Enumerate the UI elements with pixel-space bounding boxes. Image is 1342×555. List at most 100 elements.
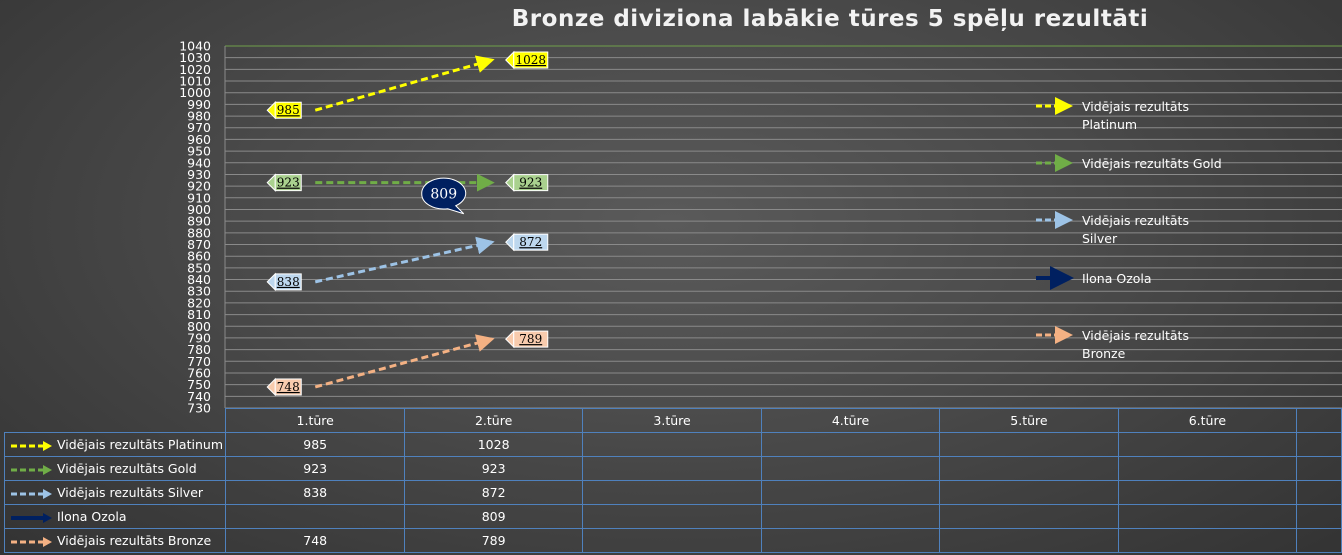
y-tick-label: 820 xyxy=(187,295,211,310)
data-label: 985 xyxy=(277,103,300,117)
table-row-header: Ilona Ozola xyxy=(3,504,227,529)
legend-label-line: Vidējais rezultāts xyxy=(1082,99,1189,114)
label-pointer xyxy=(505,329,515,349)
label-pointer xyxy=(266,377,276,397)
y-tick-label: 760 xyxy=(187,365,211,380)
label-box xyxy=(274,378,302,396)
table-cell xyxy=(225,504,405,529)
y-tick-label: 830 xyxy=(187,284,211,299)
table-cell xyxy=(1117,456,1298,481)
y-tick-label: 860 xyxy=(187,249,211,264)
data-label: 809 xyxy=(430,187,457,203)
table-legend-key xyxy=(11,536,52,547)
table-cell xyxy=(1296,480,1342,505)
legend-label-line: Vidējais rezultāts xyxy=(1082,328,1189,343)
label-pointer xyxy=(266,272,276,292)
series-line xyxy=(314,55,495,112)
table-cell: 809 xyxy=(403,504,584,529)
table-legend-key xyxy=(11,488,52,499)
table-cell xyxy=(1117,504,1298,529)
table-row: Ilona Ozola 809 xyxy=(3,504,1342,529)
table-legend-key xyxy=(11,440,52,451)
legend-label-line: Platinum xyxy=(1082,117,1137,132)
table-cell: 748 xyxy=(225,528,405,553)
table-cell xyxy=(582,456,762,481)
table-cell xyxy=(1117,480,1298,505)
table-cell xyxy=(939,456,1119,481)
table-legend-arrowhead xyxy=(43,464,52,475)
y-tick-label: 1010 xyxy=(179,74,211,89)
y-tick-label: 950 xyxy=(187,144,211,159)
table-row-header: Vidējais rezultāts Gold xyxy=(3,456,227,481)
table-cell xyxy=(939,528,1119,553)
label-box xyxy=(513,330,549,348)
y-tick-label: 790 xyxy=(187,330,211,345)
y-tick-label: 970 xyxy=(187,120,211,135)
y-tick-label: 750 xyxy=(187,377,211,392)
table-column-header: 3.tūre xyxy=(582,408,762,433)
data-label: 1028 xyxy=(515,53,546,67)
table-cell xyxy=(1296,456,1342,481)
y-tick-label: 960 xyxy=(187,132,211,147)
y-tick-label: 980 xyxy=(187,109,211,124)
label-pointer xyxy=(505,173,515,192)
table-cell xyxy=(760,456,941,481)
table-row-label: Vidējais rezultāts Platinum xyxy=(57,437,223,452)
data-label: 789 xyxy=(519,332,542,346)
label-pointer xyxy=(505,232,515,252)
table-cell: 789 xyxy=(403,528,584,553)
table-cell: 872 xyxy=(403,480,584,505)
table-cell xyxy=(760,432,941,457)
label-box xyxy=(274,174,302,192)
table-legend-arrowhead xyxy=(43,488,52,499)
label-box xyxy=(513,51,549,69)
y-tick-label: 840 xyxy=(187,272,211,287)
table-column-header: 1.tūre xyxy=(225,408,405,433)
callout-bubble xyxy=(421,177,467,215)
table-cell: 1028 xyxy=(403,432,584,457)
y-tick-label: 910 xyxy=(187,190,211,205)
table-cell xyxy=(1296,504,1342,529)
y-tick-label: 850 xyxy=(187,260,211,275)
series-line xyxy=(314,334,495,389)
table-column-header: 4.tūre xyxy=(760,408,941,433)
series-line xyxy=(314,236,495,284)
y-tick-label: 930 xyxy=(187,167,211,182)
label-box xyxy=(513,174,549,192)
label-box xyxy=(513,233,549,251)
chart-title: Bronze diviziona labākie tūres 5 spēļu r… xyxy=(511,6,1149,32)
legend-label-line: Bronze xyxy=(1082,346,1126,361)
table-cell xyxy=(939,504,1119,529)
table-cell xyxy=(1296,408,1342,433)
table-cell xyxy=(1117,432,1298,457)
table-row-label: Vidējais rezultāts Gold xyxy=(57,461,197,476)
y-tick-label: 880 xyxy=(187,225,211,240)
y-tick-label: 870 xyxy=(187,237,211,252)
gridlines xyxy=(224,45,1342,409)
label-pointer xyxy=(505,50,515,70)
table-cell: 923 xyxy=(403,456,584,481)
y-tick-label: 1000 xyxy=(179,85,211,100)
table-legend-arrowhead xyxy=(43,536,52,547)
table-cell xyxy=(582,432,762,457)
table-cell xyxy=(582,480,762,505)
table-row-header: Vidējais rezultāts Bronze xyxy=(3,528,227,553)
table-cell: 923 xyxy=(225,456,405,481)
table-column-header: 2.tūre xyxy=(403,408,584,433)
y-tick-label: 990 xyxy=(187,97,211,112)
y-tick-label: 1040 xyxy=(179,39,211,54)
label-box xyxy=(274,273,302,291)
table-cell: 838 xyxy=(225,480,405,505)
label-box xyxy=(274,101,302,119)
y-tick-label: 920 xyxy=(187,179,211,194)
table-row-label: Vidējais rezultāts Silver xyxy=(57,485,204,500)
table-column-header: 5.tūre xyxy=(939,408,1119,433)
